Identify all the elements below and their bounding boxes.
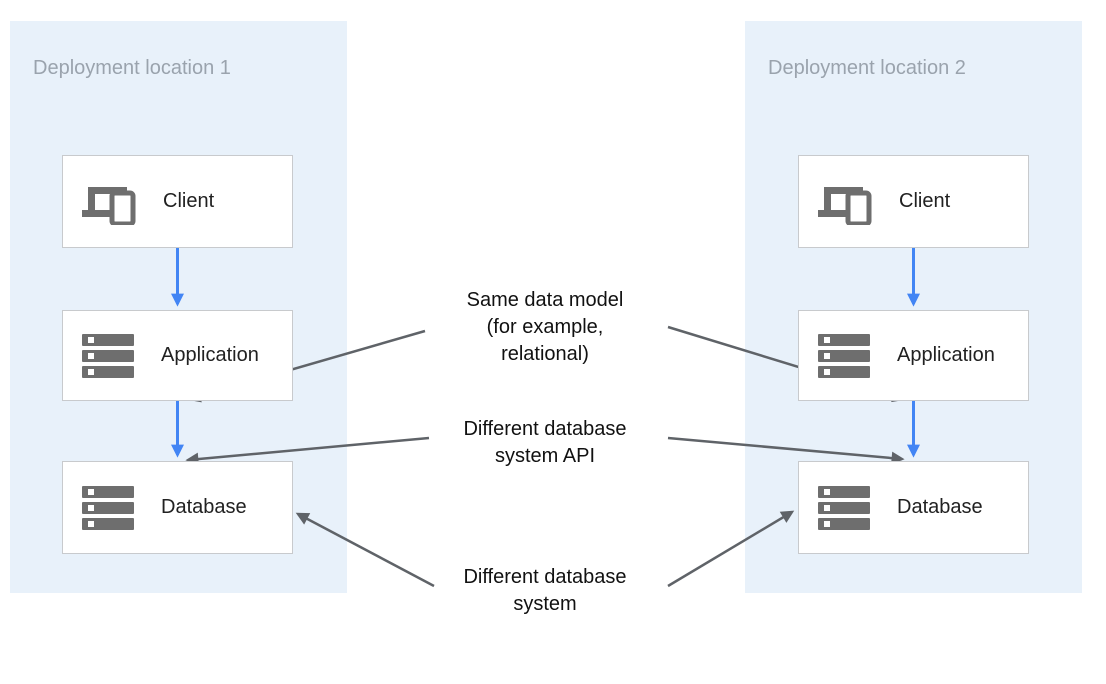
client-box-2: Client xyxy=(798,155,1029,248)
storage-icon xyxy=(818,333,870,378)
node-label: Application xyxy=(161,344,259,366)
storage-icon xyxy=(82,485,134,530)
panel-title: Deployment location 1 xyxy=(33,57,231,79)
client-box-1: Client xyxy=(62,155,293,248)
storage-icon xyxy=(818,485,870,530)
storage-icon xyxy=(82,333,134,378)
database-box-1: Database xyxy=(62,461,293,554)
database-box-2: Database xyxy=(798,461,1029,554)
devices-icon xyxy=(818,186,872,225)
panel-title: Deployment location 2 xyxy=(768,57,966,79)
node-label: Client xyxy=(163,190,215,212)
devices-icon xyxy=(82,186,136,225)
node-label: Database xyxy=(161,496,247,518)
node-label: Database xyxy=(897,496,983,518)
application-box-2: Application xyxy=(798,310,1029,401)
application-box-1: Application xyxy=(62,310,293,401)
annotation-different-db-system: Different database system xyxy=(463,566,627,615)
node-label: Application xyxy=(897,344,995,366)
annotation-same-data-model: Same data model (for example, relational… xyxy=(466,289,624,365)
annotation-different-db-system-api: Different database system API xyxy=(463,418,627,467)
node-label: Client xyxy=(899,190,951,212)
